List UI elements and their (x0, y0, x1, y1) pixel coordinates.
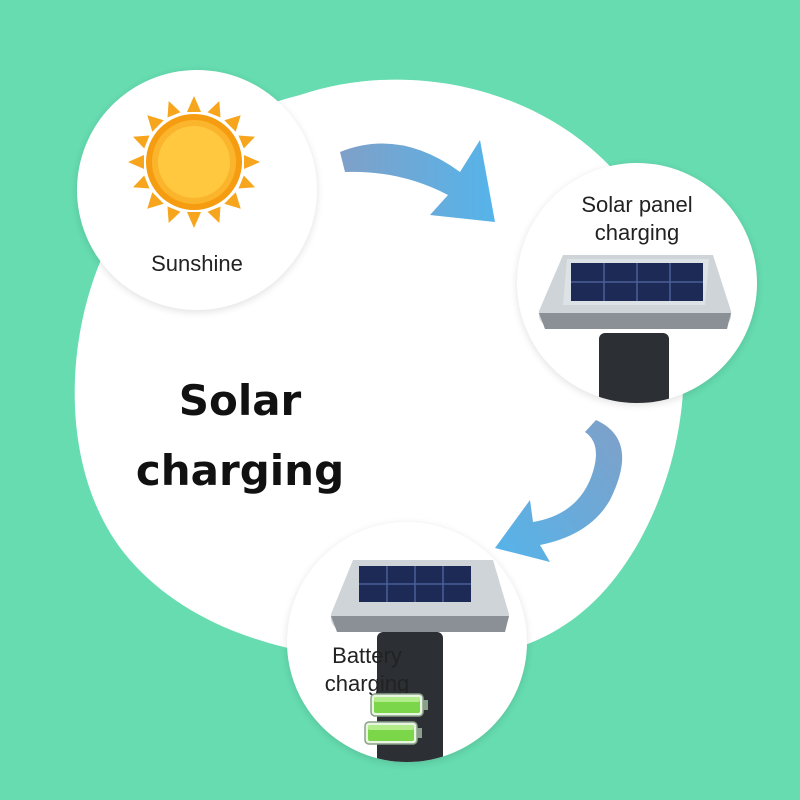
step-solar-panel-label-line-2: charging (594, 220, 680, 245)
sun-icon (128, 96, 260, 228)
arrow-sun-to-panel (340, 140, 495, 222)
step-battery-label-line-2: charging (324, 671, 410, 696)
battery-icon (364, 693, 428, 745)
step-battery-bubble: Battery charging (287, 522, 527, 762)
step-battery-label: Battery charging (287, 642, 447, 698)
step-sunshine-label: Sunshine (151, 251, 243, 276)
solar-stake-light-icon (538, 255, 732, 403)
step-solar-panel-label-line-1: Solar panel (581, 192, 693, 217)
step-solar-panel-label: Solar panel charging (517, 191, 757, 247)
step-sunshine-bubble: Sunshine (77, 70, 317, 310)
diagram-title: Solar charging (120, 366, 360, 506)
step-battery-label-line-1: Battery (332, 643, 402, 668)
arrow-panel-to-battery (495, 420, 623, 562)
step-solar-panel-bubble: Solar panel charging (517, 163, 757, 403)
title-line-1: Solar (178, 376, 302, 425)
title-line-2: charging (135, 446, 345, 495)
